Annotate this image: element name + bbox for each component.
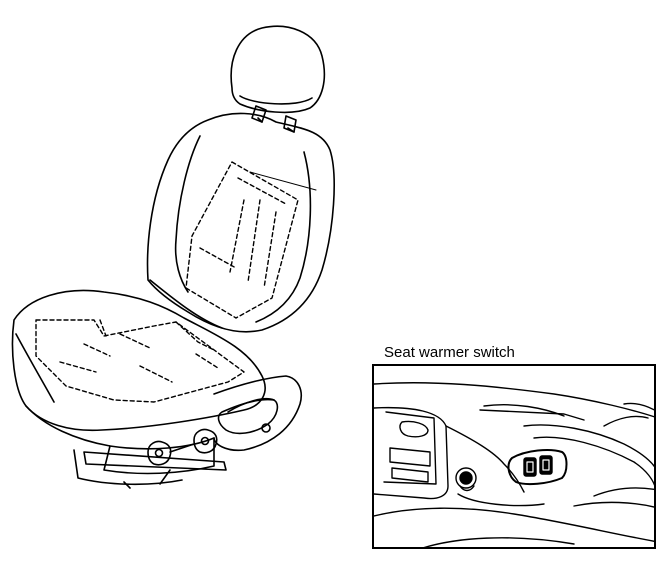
height-adjust-knob-icon [147,428,218,466]
round-knob-icon [455,467,477,492]
seat-warmer-switch-icon [507,449,568,486]
car-seat-illustration [11,25,335,489]
backrest [146,112,335,333]
headrest [230,25,326,114]
inset-caption: Seat warmer switch [384,344,515,361]
console-panel [374,382,654,507]
seat-edge-outline [374,487,654,547]
recliner-lever-icon [227,397,275,433]
backrest-heater-element-icon [185,161,299,319]
armrest-outline [523,402,654,486]
cushion-heater-element-icon [35,319,245,403]
seat-warmer-switch-inset [372,364,656,549]
